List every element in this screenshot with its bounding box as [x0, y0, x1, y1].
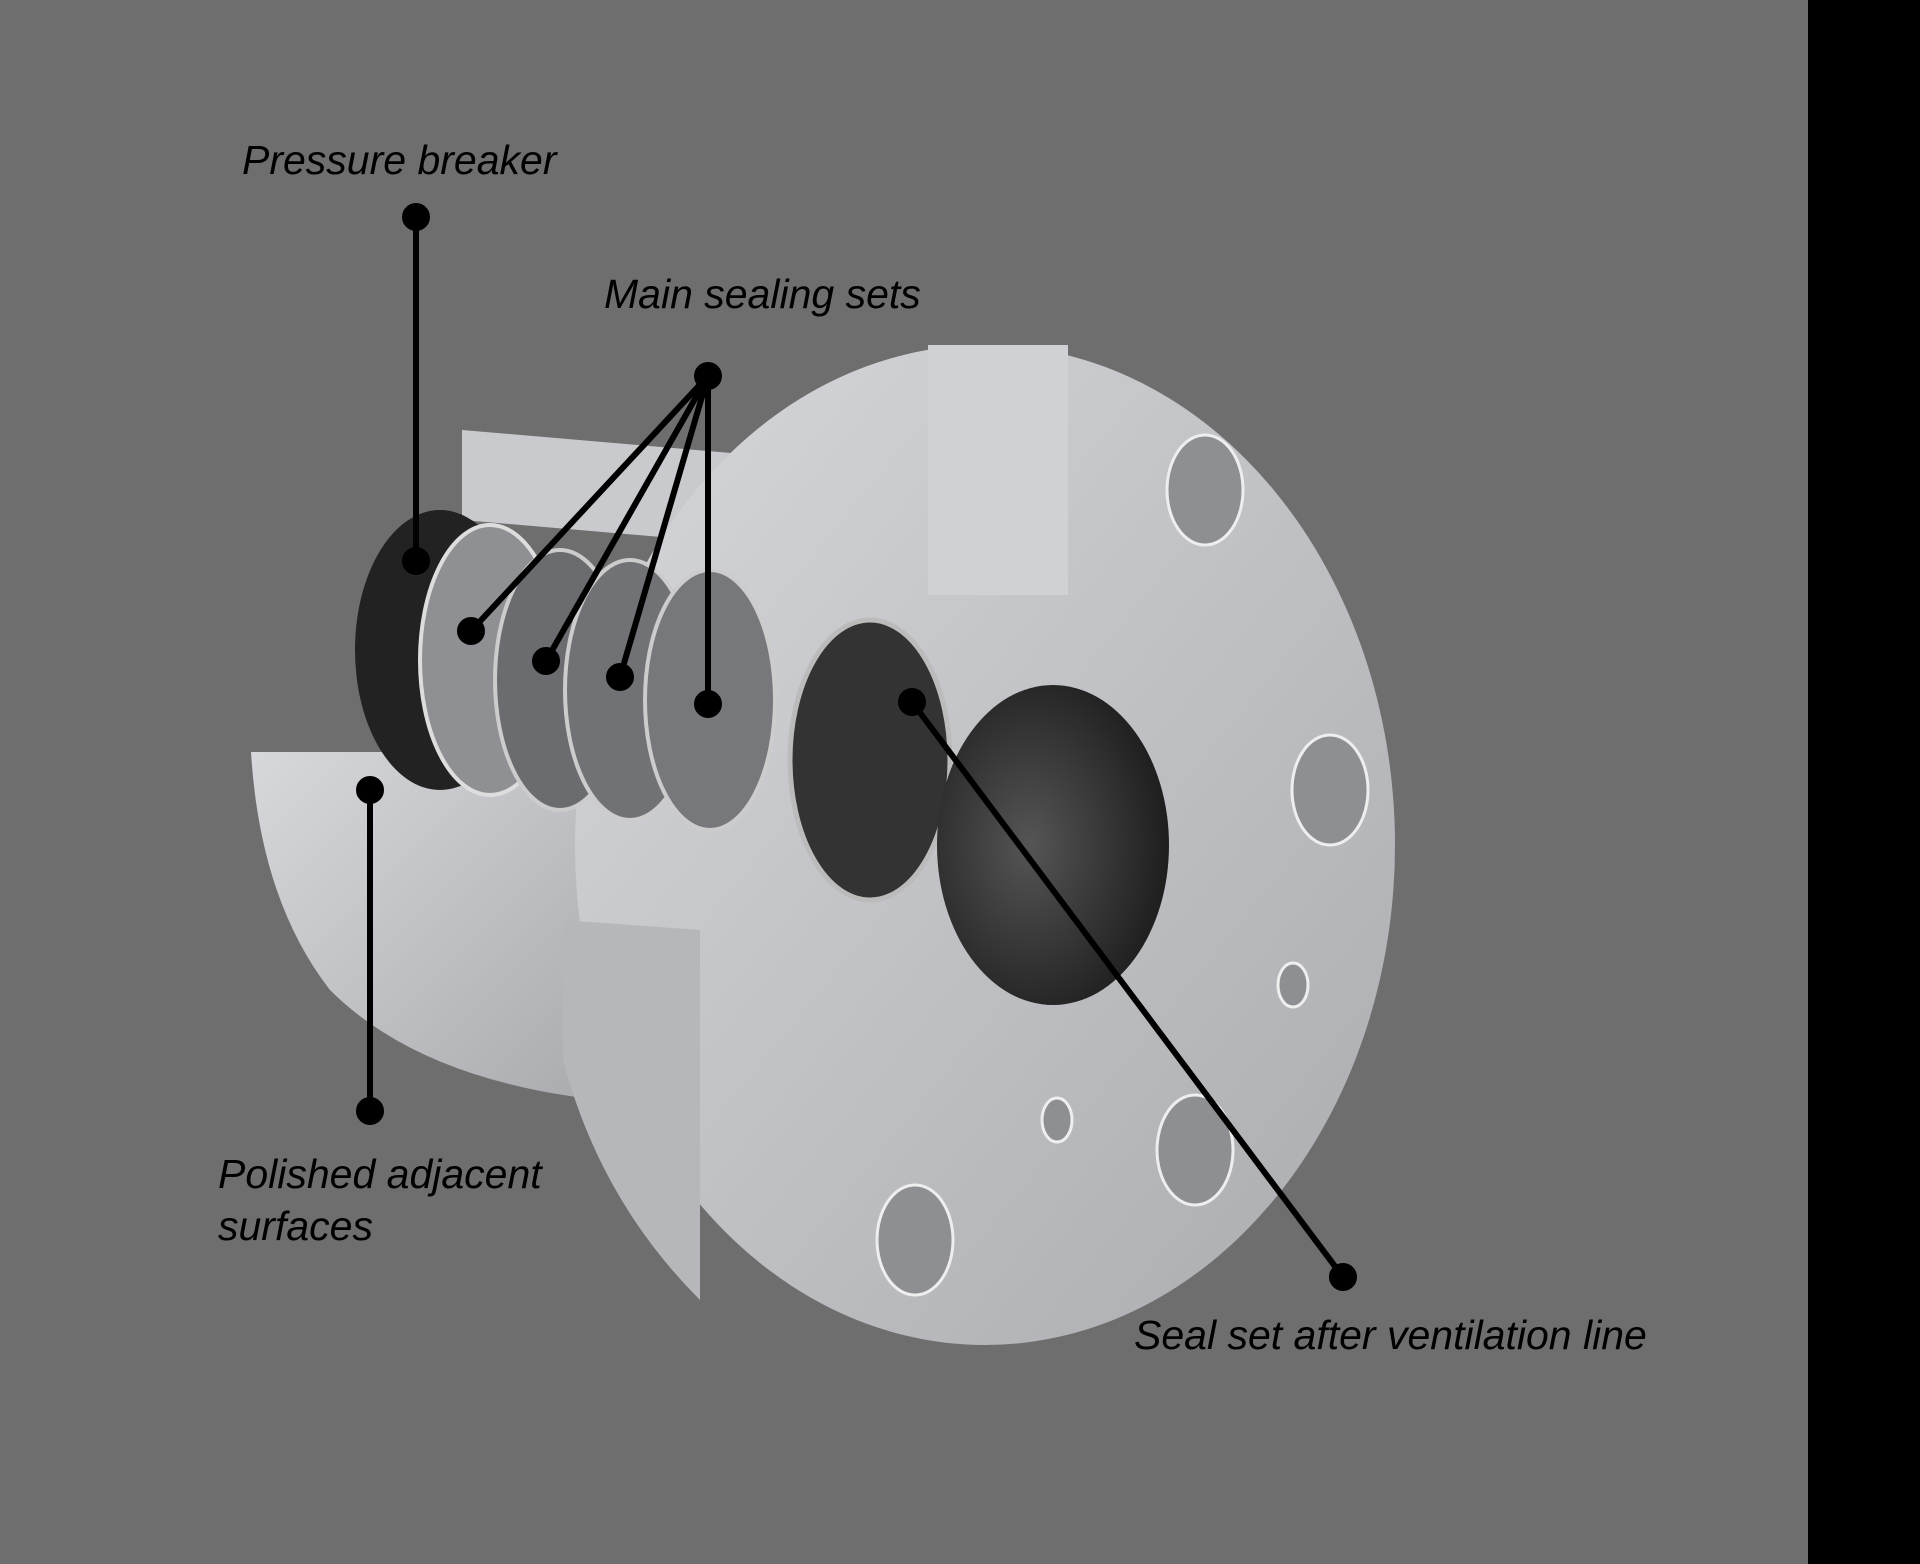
label-polished-line2: surfaces [218, 1203, 373, 1249]
leader-dot [356, 1097, 384, 1125]
bolt-hole [1155, 1093, 1235, 1207]
leader-dot [1329, 1263, 1357, 1291]
small-hole [1040, 1096, 1074, 1144]
flange-cut [563, 920, 700, 1300]
label-main-sealing-sets: Main sealing sets [604, 271, 921, 317]
leader-main-sealing [468, 373, 711, 634]
bolt-hole [1290, 733, 1370, 847]
bore [937, 685, 1169, 1005]
label-polished-line1: Polished adjacent [218, 1151, 542, 1197]
bolt-hole [1165, 433, 1245, 547]
leader-dot [694, 690, 722, 718]
leader-dot [694, 362, 722, 390]
flange-top-cut [928, 345, 1068, 595]
leader-dot [402, 203, 430, 231]
leader-seal-after-vent [909, 700, 1346, 1279]
small-hole [1276, 961, 1310, 1009]
leader-dot [356, 776, 384, 804]
housing-body [251, 752, 600, 1100]
leader-main-sealing [617, 375, 711, 678]
right-black-bar [1808, 0, 1920, 1564]
leader-dot [532, 647, 560, 675]
vent-seal-ring [787, 617, 953, 903]
label-pressure-breaker: Pressure breaker [242, 137, 557, 183]
leader-dot [606, 663, 634, 691]
label-seal-after-vent: Seal set after ventilation line [1134, 1312, 1647, 1358]
leader-lines [356, 203, 1357, 1291]
leader-dot [402, 547, 430, 575]
leader-dot [898, 688, 926, 716]
leader-main-sealing [543, 374, 711, 663]
leader-dot [457, 617, 485, 645]
bolt-hole [875, 1183, 955, 1297]
bolt-holes [875, 433, 1370, 1297]
